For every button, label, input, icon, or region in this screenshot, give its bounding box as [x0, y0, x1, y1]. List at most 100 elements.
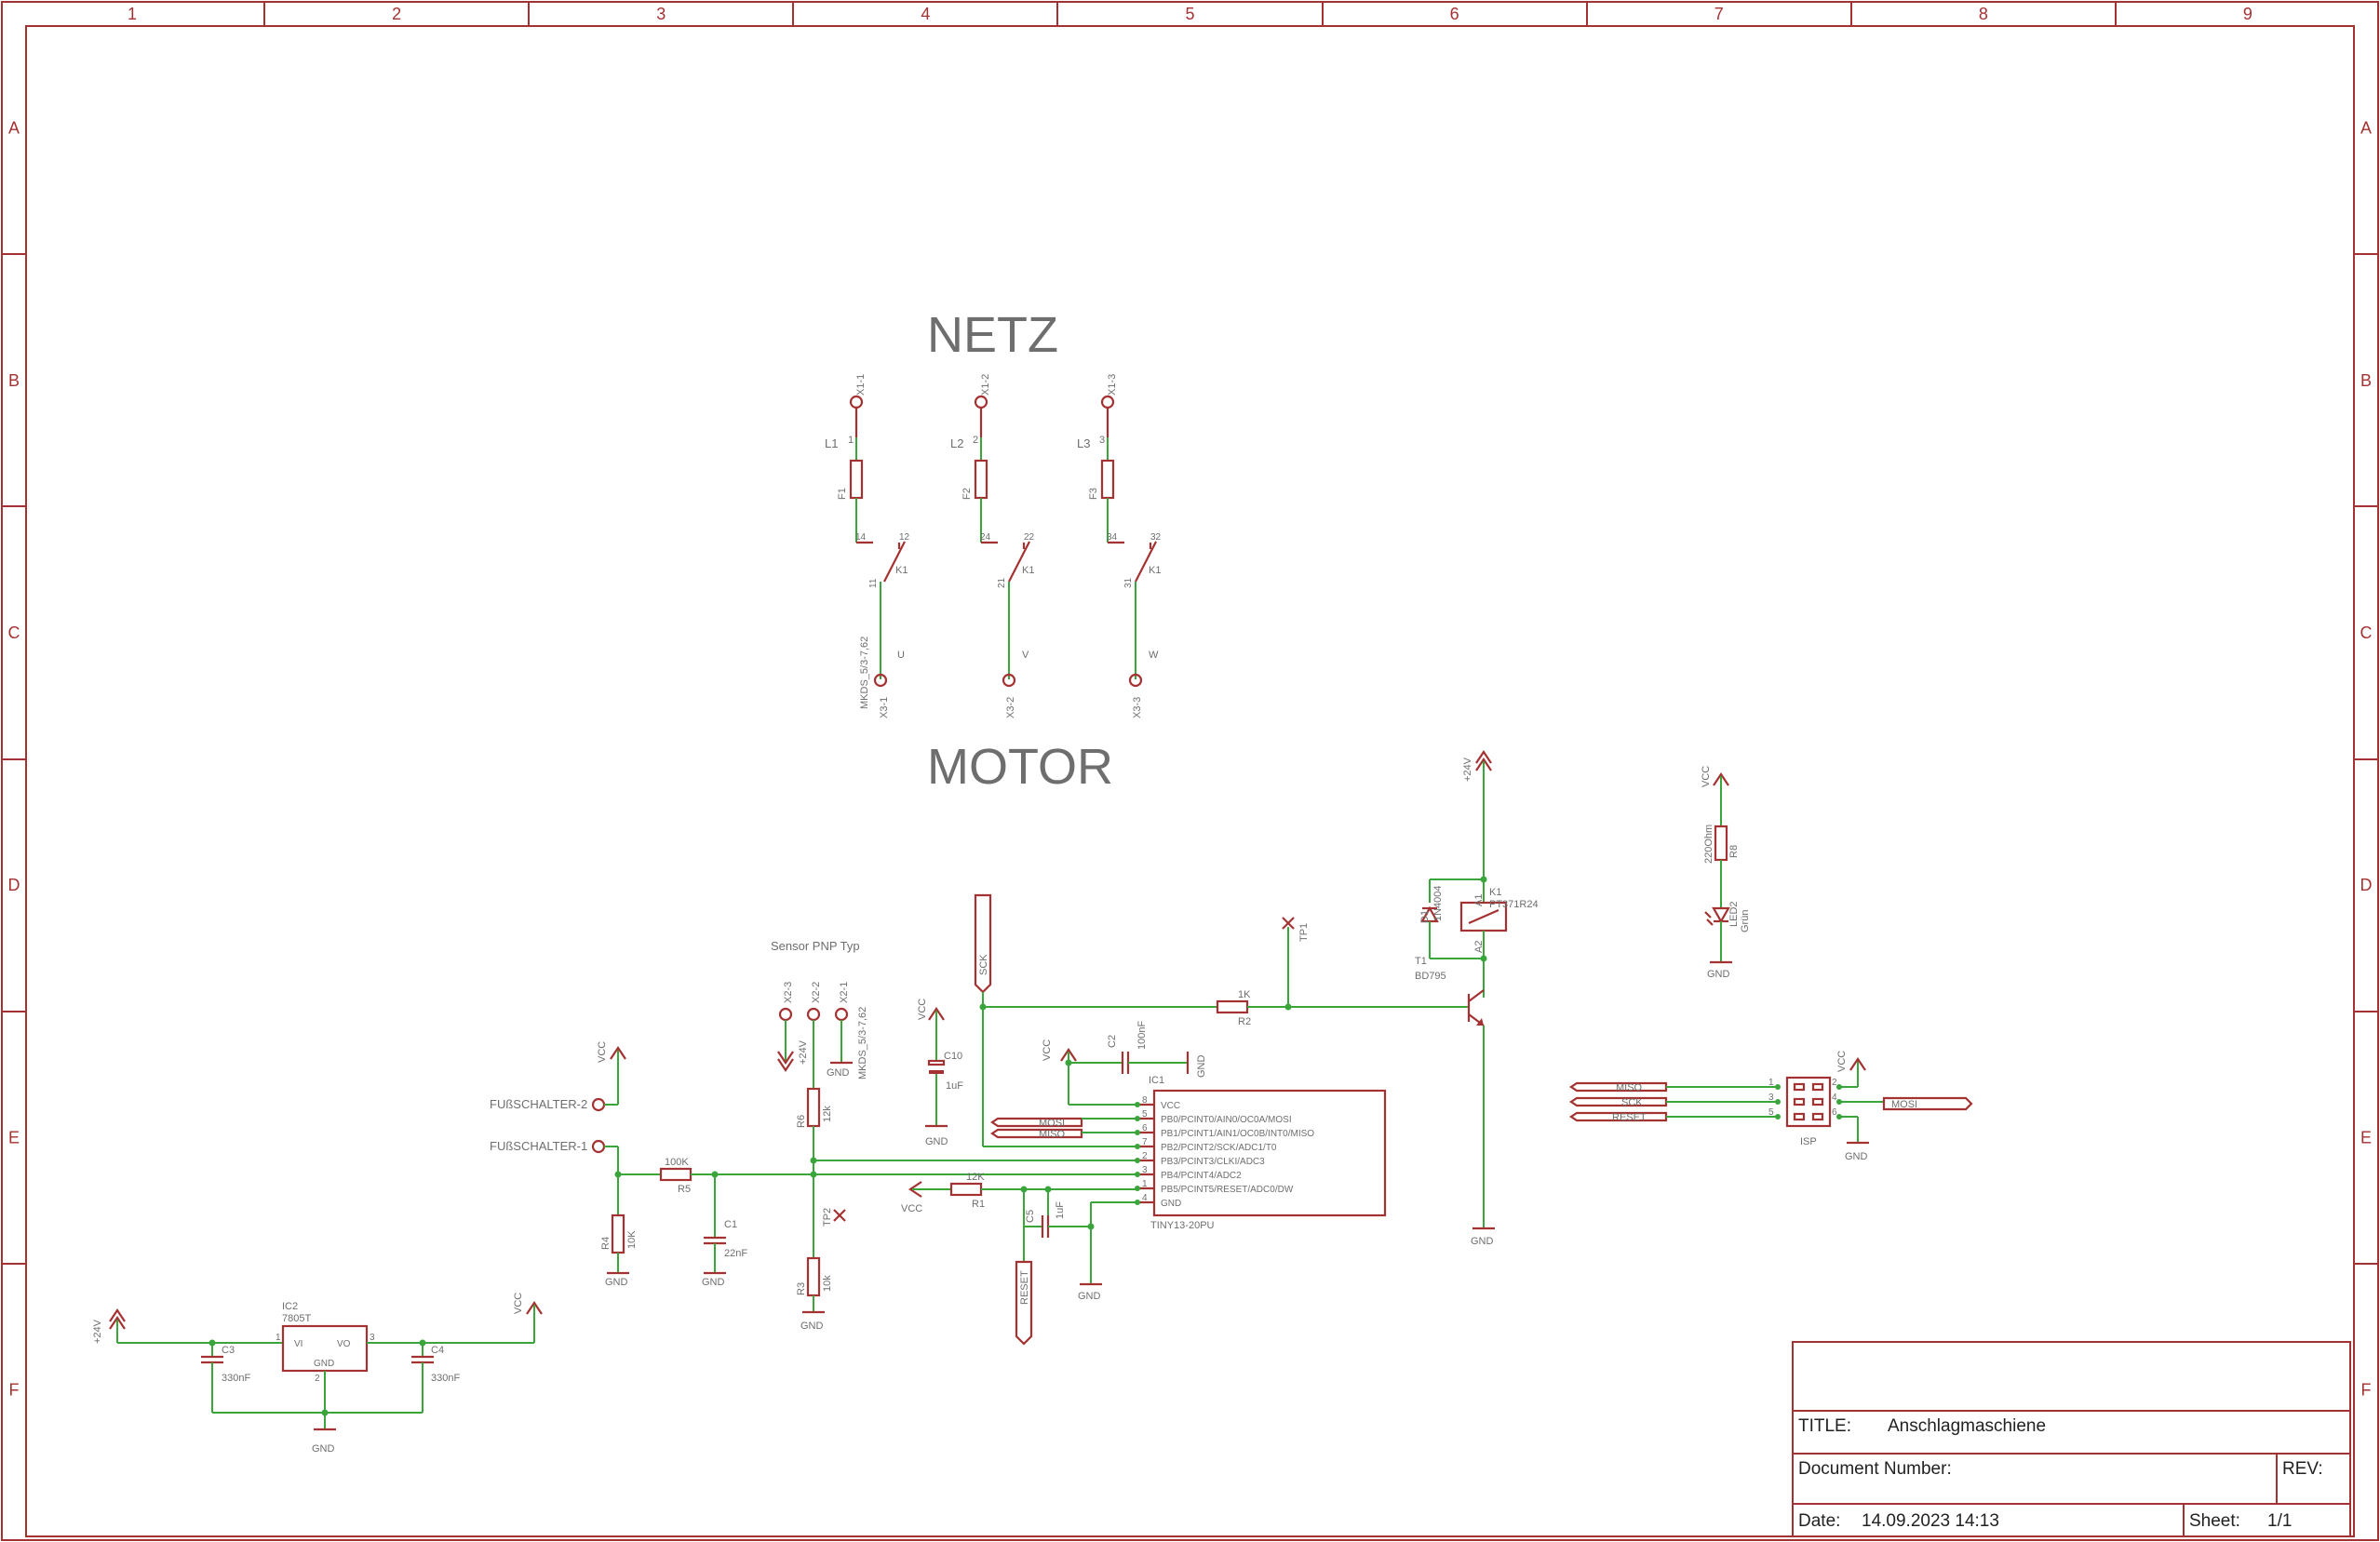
vcc-label: VCC	[901, 1203, 922, 1214]
frame-column-label: 5	[1185, 5, 1194, 23]
mcu-pin-number: 7	[1142, 1137, 1148, 1147]
isp-name: ISP	[1800, 1136, 1817, 1147]
foot-switch-2-terminal[interactable]	[591, 1097, 606, 1112]
mcu-pin-name: PB4/PCINT4/ADC2	[1161, 1171, 1242, 1181]
diode-name: D1	[1419, 910, 1431, 923]
terminal-x2-1[interactable]	[834, 1007, 849, 1022]
fuse-label: F1	[837, 488, 848, 500]
fuse-label: F3	[1088, 488, 1099, 500]
terminal-x3-1[interactable]	[873, 673, 888, 688]
cap-value: 330nF	[431, 1373, 460, 1384]
power-supply: +24V IC2 7805T VI VO GND 1 3 2 VCC C3 33…	[92, 1293, 543, 1455]
document-number-label: Document Number:	[1798, 1459, 1952, 1479]
isp-pin-number: 2	[1832, 1078, 1837, 1088]
vcc-symbol	[526, 1301, 543, 1315]
vcc-symbol	[1713, 772, 1729, 786]
resistor-name: R4	[600, 1237, 612, 1250]
mcu-pin-number: 6	[1142, 1123, 1148, 1133]
mcu-pin-name: PB2/PCINT2/SCK/ADC1/T0	[1161, 1143, 1277, 1153]
cap-value: 330nF	[222, 1373, 250, 1384]
terminal-x3-2[interactable]	[1002, 673, 1016, 688]
phase-l3-group: X1-3 3 L3 F3 34 32 31 K1 W X3-3	[1077, 374, 1162, 718]
resistor-name: R2	[1238, 1016, 1251, 1027]
terminal-label: X3-3	[1132, 697, 1143, 718]
connector-part: MKDS_5/3-7,62	[857, 1007, 868, 1079]
mcu-part: TINY13-20PU	[1150, 1220, 1215, 1231]
regulator-pin: VO	[337, 1339, 351, 1349]
frame-row-label: D	[2360, 876, 2373, 894]
mcu-pin-name: PB5/PCINT5/RESET/ADC0/DW	[1161, 1185, 1294, 1195]
gnd-label: GND	[1845, 1151, 1868, 1162]
foot-switch-2-label: FUßSCHALTER-2	[490, 1097, 587, 1111]
frame-row-label: F	[2361, 1380, 2372, 1399]
resistor-name: R3	[796, 1282, 807, 1295]
contact-pin: 12	[899, 532, 910, 543]
isp-body	[1785, 1076, 1832, 1128]
mcu-pin-name: VCC	[1161, 1101, 1180, 1111]
connector-part: MKDS_5/3-7,62	[859, 637, 870, 709]
isp-pin-number: 3	[1768, 1093, 1774, 1103]
mcu-wiring: VCC C2 100nF GND MOSI MISO SCK 1K R2	[901, 893, 1469, 1346]
frame-column-label: 1	[128, 5, 137, 23]
frame-column-label: 4	[921, 5, 930, 23]
frame-row-label: A	[8, 119, 20, 138]
led-color: Grün	[1740, 910, 1751, 932]
reset-label: RESET	[1612, 1112, 1647, 1123]
cap-value: 1uF	[946, 1080, 963, 1092]
revision-label: REV:	[2282, 1459, 2323, 1479]
date-value: 14.09.2023 14:13	[1862, 1511, 1999, 1531]
terminal-label: X2-1	[839, 982, 850, 1003]
reset-label: RESET	[1019, 1270, 1030, 1305]
resistor-value: 1K	[1238, 989, 1251, 1000]
regulator-pin-number: 1	[276, 1333, 281, 1343]
mcu-pin-name: PB3/PCINT3/CLKI/ADC3	[1161, 1157, 1265, 1167]
terminal-x1-3[interactable]	[1100, 395, 1115, 409]
terminal-x2-3[interactable]	[778, 1007, 793, 1022]
regulator-pin-number: 3	[370, 1333, 375, 1343]
motor-heading: MOTOR	[927, 739, 1113, 795]
led-name: LED2	[1728, 901, 1740, 927]
frame-column-label: 8	[1979, 5, 1988, 23]
supply-label: +24V	[798, 1039, 809, 1065]
gnd-label: GND	[1078, 1291, 1101, 1302]
miso-net-label	[990, 1128, 1083, 1139]
mcu-pin-number: 8	[1142, 1095, 1148, 1106]
mcu-name: IC1	[1149, 1075, 1164, 1086]
terminal-x2-2[interactable]	[806, 1007, 821, 1022]
regulator-part: 7805T	[282, 1313, 311, 1324]
vcc-label: VCC	[1701, 766, 1712, 787]
relay-contact-label: K1	[1022, 565, 1034, 576]
isp-header: MISO SCK RESET 1 3 5 ISP 2 4 6 VCC MOS	[1569, 1051, 1973, 1162]
terminal-x1-2[interactable]	[974, 395, 988, 409]
mcu-pin-number: 3	[1142, 1165, 1148, 1175]
frame-row-label: B	[2360, 371, 2372, 390]
foot-switch-1-label: FUßSCHALTER-1	[490, 1139, 587, 1153]
mcu-pin-number: 5	[1142, 1109, 1148, 1120]
cap-name: C3	[222, 1345, 235, 1356]
relay-pin: A1	[1473, 894, 1485, 906]
gnd-label: GND	[1196, 1055, 1207, 1079]
isp-pin-number: 6	[1832, 1107, 1837, 1118]
relay-part: PT371R24	[1489, 899, 1539, 910]
resistor-name: R6	[796, 1115, 807, 1128]
sensor-title: Sensor PNP Typ	[771, 939, 860, 953]
vcc-label: VCC	[1836, 1051, 1848, 1072]
mcu-pin-number: 4	[1142, 1193, 1148, 1203]
regulator-name: IC2	[282, 1301, 298, 1312]
vcc-label: VCC	[513, 1293, 524, 1314]
contact-pin: 31	[1123, 577, 1134, 588]
gnd-label: GND	[605, 1277, 628, 1288]
cap-name: C4	[431, 1345, 444, 1356]
mcu-pin-junction	[1135, 1172, 1140, 1177]
title-label: TITLE:	[1798, 1416, 1851, 1436]
regulator-pin: GND	[314, 1359, 334, 1369]
supply-label: +24V	[92, 1319, 103, 1344]
terminal-x3-3[interactable]	[1128, 673, 1143, 688]
terminal-x1-1[interactable]	[849, 395, 864, 409]
frame-row-label: B	[8, 371, 20, 390]
supply-label: +24V	[1462, 757, 1473, 782]
frame-row-label: C	[8, 624, 20, 642]
vcc-label: VCC	[1042, 1039, 1053, 1061]
foot-switch-1-terminal[interactable]	[591, 1139, 606, 1154]
